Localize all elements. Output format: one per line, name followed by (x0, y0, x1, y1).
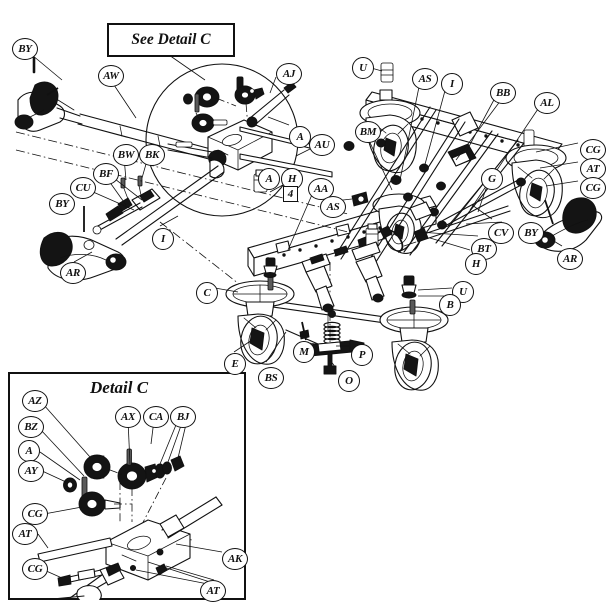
callout-as-2[interactable]: AS (320, 196, 346, 218)
coil-spring (323, 321, 341, 345)
detail-callout-cg-2[interactable]: CG (22, 558, 48, 580)
callout-by-3[interactable]: BY (518, 222, 544, 244)
callout-g[interactable]: G (481, 168, 503, 190)
callout-cg-2[interactable]: CG (580, 177, 606, 199)
detail-callout-az[interactable]: AZ (22, 390, 48, 412)
detail-callout-at-1[interactable]: AT (12, 523, 38, 545)
note-flag-4[interactable]: 4 (283, 186, 298, 202)
see-detail-c-label: See Detail C (131, 31, 211, 48)
callout-al[interactable]: AL (534, 92, 560, 114)
rear-lower-support-arms (263, 241, 417, 313)
callout-by-2[interactable]: BY (49, 193, 75, 215)
detail-roller-az (83, 454, 111, 480)
callout-bb[interactable]: BB (490, 82, 516, 104)
callout-bs[interactable]: BS (258, 367, 284, 389)
detail-callout-bj[interactable]: BJ (170, 406, 196, 428)
callout-au[interactable]: AU (309, 134, 335, 156)
callout-bw[interactable]: BW (113, 144, 139, 166)
callout-o[interactable]: O (338, 370, 360, 392)
callout-h-2[interactable]: H (465, 253, 487, 275)
see-detail-c-box: See Detail C (107, 23, 235, 57)
detail-callout-a[interactable]: A (18, 440, 40, 462)
callout-m[interactable]: M (293, 341, 315, 363)
left-lower-footrest (39, 206, 127, 281)
callout-aw[interactable]: AW (98, 65, 124, 87)
callout-by-1[interactable]: BY (12, 38, 38, 60)
detail-tube-lower-left (41, 562, 125, 600)
center-line-2 (15, 149, 349, 233)
callout-a-1[interactable]: A (289, 126, 311, 148)
front-caster-cross-tube (225, 275, 449, 391)
detail-tube-upper-right (159, 496, 223, 539)
diagonal-struts (334, 106, 525, 266)
detail-bar-at (37, 537, 113, 563)
detail-roller-cg-upper (78, 491, 121, 517)
left-upper-footrest (14, 81, 83, 132)
callout-cv[interactable]: CV (488, 222, 514, 244)
detail-callout-cg-1[interactable]: CG (22, 503, 48, 525)
callout-aj[interactable]: AJ (276, 63, 302, 85)
callout-c[interactable]: C (196, 282, 218, 304)
detail-callout-ax[interactable]: AX (115, 406, 141, 428)
left-lower-linkage (92, 165, 225, 246)
callout-i-1[interactable]: I (441, 73, 463, 95)
callout-u-1[interactable]: U (352, 57, 374, 79)
callout-bk[interactable]: BK (139, 144, 165, 166)
right-lower-footrest (534, 197, 603, 252)
detail-callout-ay[interactable]: AY (18, 460, 44, 482)
callout-as-1[interactable]: AS (412, 68, 438, 90)
callout-ar-1[interactable]: AR (60, 262, 86, 284)
detail-c-title: Detail C (90, 378, 149, 397)
detail-washer-ay (63, 477, 77, 493)
callout-cu[interactable]: CU (70, 177, 96, 199)
small-hardware-pieces (239, 126, 379, 247)
callout-aa[interactable]: AA (308, 178, 334, 200)
detail-callout-bz[interactable]: BZ (18, 416, 44, 438)
rear-wheel-right (505, 144, 567, 219)
detail-roller-ax (117, 455, 185, 490)
callout-ar-2[interactable]: AR (557, 248, 583, 270)
detail-callout-at-2[interactable]: AT (200, 580, 226, 602)
detail-callout-ak[interactable]: AK (222, 548, 248, 570)
callout-i-2[interactable]: I (152, 228, 174, 250)
callout-e[interactable]: E (224, 353, 246, 375)
callout-bm[interactable]: BM (355, 121, 381, 143)
detail-callout-ca[interactable]: CA (143, 406, 169, 428)
callout-bf[interactable]: BF (93, 163, 119, 185)
callout-b[interactable]: B (439, 294, 461, 316)
detail-c-drawing: .dln{fill:none;stroke:#111;stroke-width:… (37, 403, 223, 600)
callout-a-2[interactable]: A (258, 168, 280, 190)
callout-p[interactable]: P (351, 344, 373, 366)
